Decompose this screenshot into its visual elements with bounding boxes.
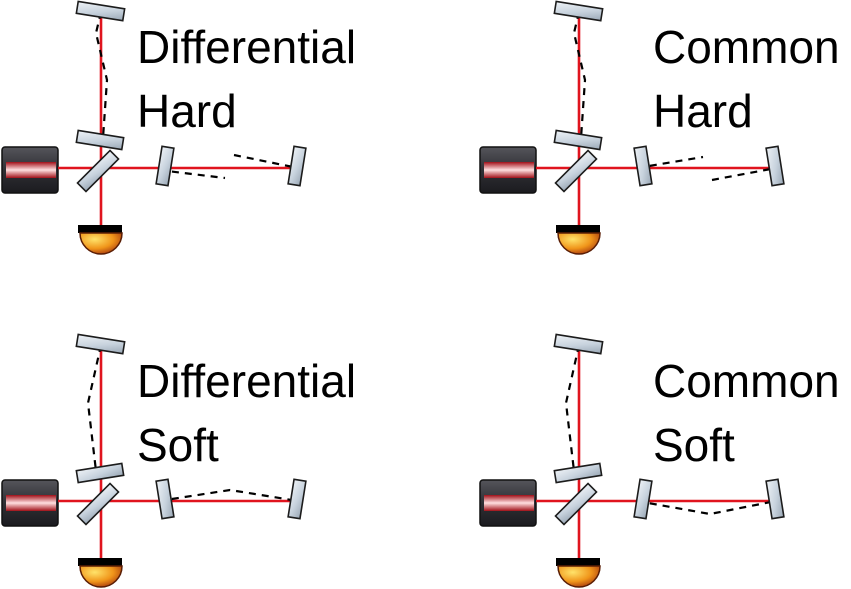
photodetector-icon [556,558,601,588]
photodetector-icon [556,225,601,255]
input-mirror-x [155,145,175,187]
input-mirror-y [75,462,125,484]
laser-source-icon [1,146,59,194]
end-mirror-y [553,333,604,355]
input-mirror-y [553,462,603,484]
stiffness-label: Soft [653,419,735,471]
beam-splitter-icon [554,482,598,526]
laser-source-icon [479,146,537,194]
misalignment-indicator [86,344,299,503]
mode-label: Common [653,355,840,407]
laser-source-icon [1,479,59,527]
end-mirror-x [765,145,785,187]
photodetector-icon [78,558,123,588]
laser-source-icon [479,479,537,527]
end-mirror-y [553,0,604,22]
stiffness-label: Hard [137,85,237,137]
panel-common-soft: Common Soft [479,333,840,588]
panel-common-hard: Common Hard [479,0,840,255]
end-mirror-x [287,478,307,520]
input-mirror-x [633,145,653,187]
input-mirror-x [155,478,175,520]
misalignment-indicator [572,11,777,182]
input-mirror-x [633,478,653,520]
panel-differential-hard: Differential Hard [1,0,356,255]
end-mirror-x [287,145,307,187]
mode-label: Differential [137,355,356,407]
mode-label: Common [653,21,840,73]
misalignment-indicator [94,11,299,180]
panel-differential-soft: Differential Soft [1,333,356,588]
beam-splitter-icon [76,149,120,193]
beam-splitter-icon [76,482,120,526]
input-mirror-y [553,129,603,151]
end-mirror-y [75,333,126,355]
stiffness-label: Soft [137,419,219,471]
photodetector-icon [78,225,123,255]
stiffness-label: Hard [653,85,753,137]
mode-label: Differential [137,21,356,73]
end-mirror-x [765,478,785,520]
input-mirror-y [75,129,125,151]
misalignment-indicator [564,344,777,516]
beam-splitter-icon [554,149,598,193]
end-mirror-y [75,0,126,22]
